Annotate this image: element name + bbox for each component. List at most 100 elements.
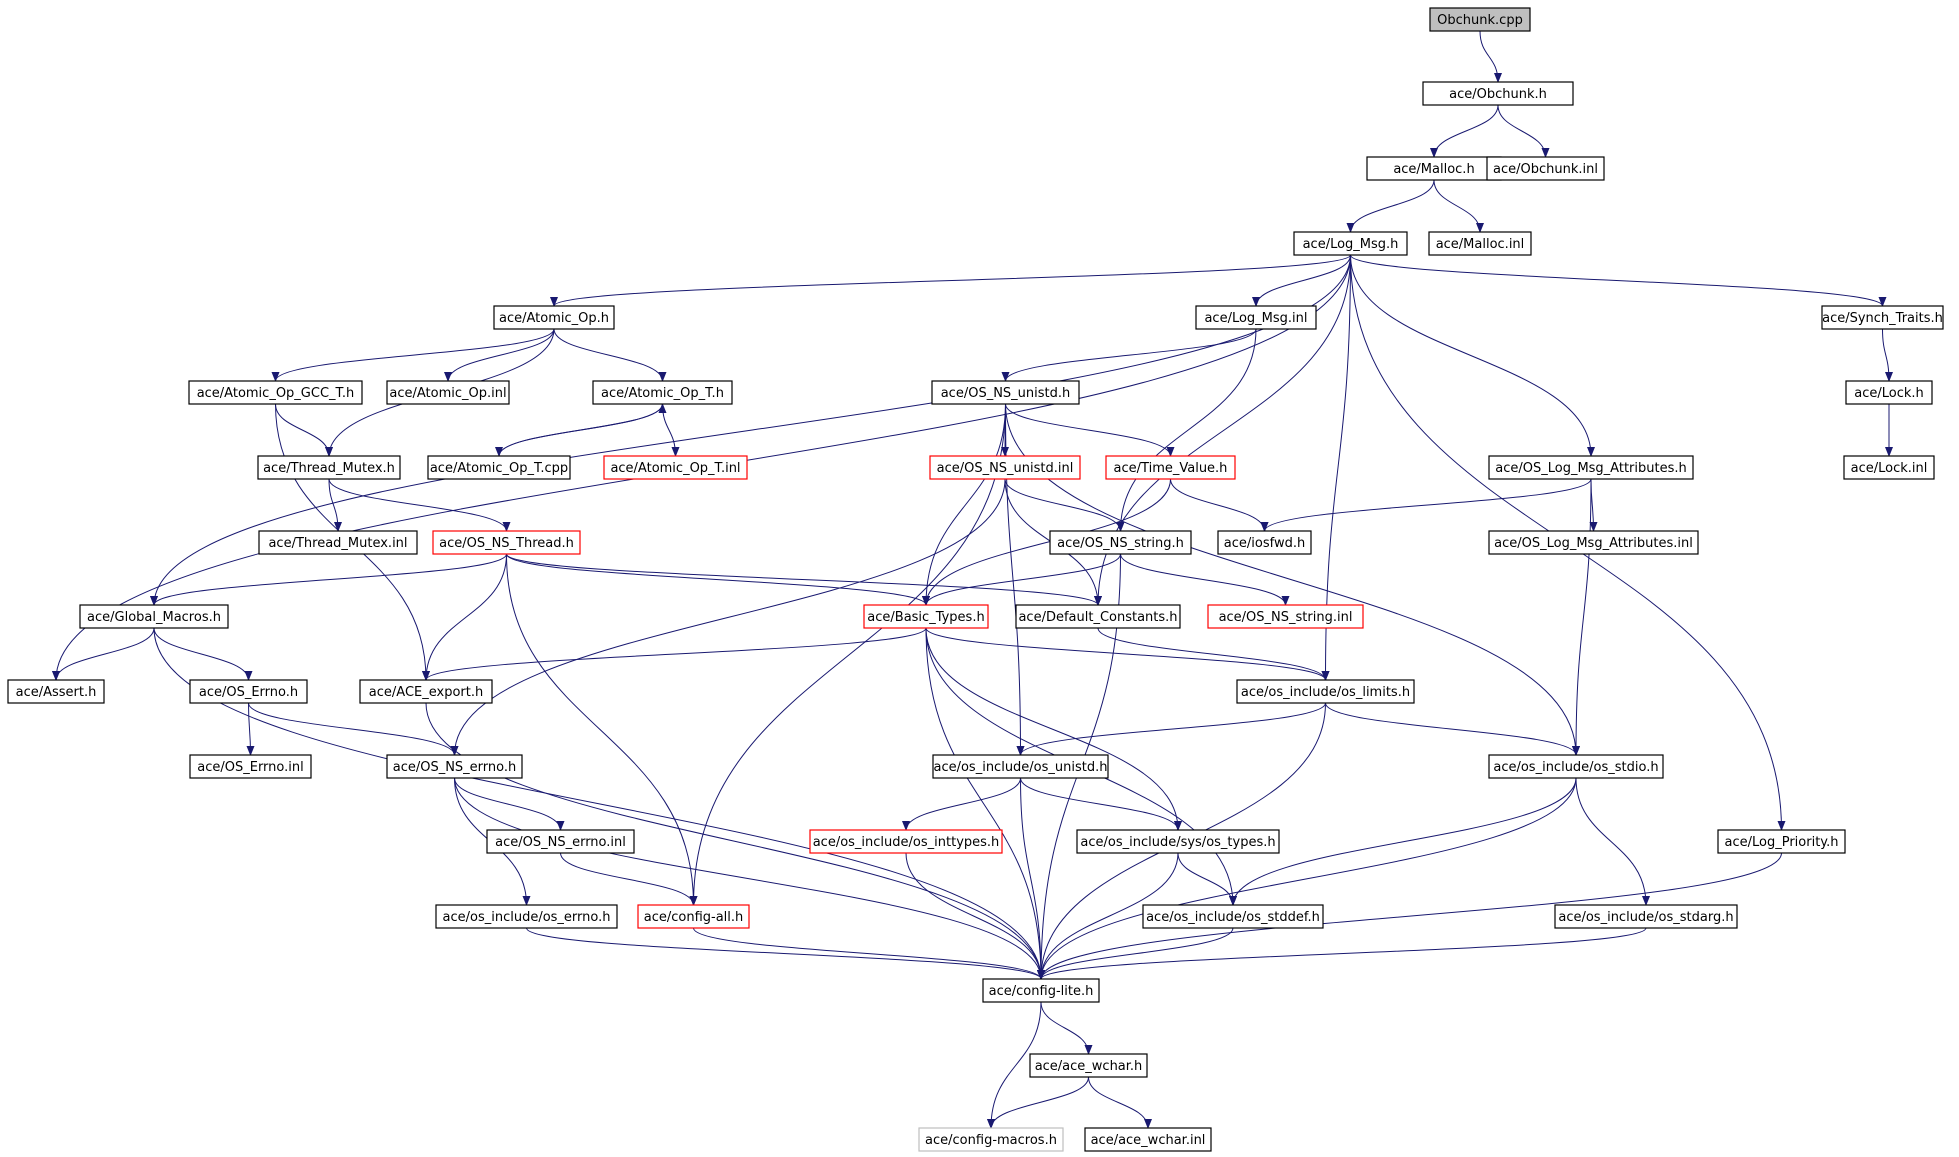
node-label: ace/Lock.h (1854, 386, 1924, 401)
node-thread_mutex_h[interactable]: ace/Thread_Mutex.h (257, 455, 401, 480)
edge-os_inttypes_h-to-config_lite_h (905, 852, 1045, 980)
edge-synch_traits_h-to-lock_h (1882, 328, 1893, 382)
node-config_lite_h[interactable]: ace/config-lite.h (982, 978, 1100, 1003)
node-box (1488, 754, 1664, 779)
edge-os_ns_thread_h-to-ace_export_h (422, 553, 507, 681)
node-box (603, 455, 748, 480)
node-os_ns_unistd_h[interactable]: ace/OS_NS_unistd.h (931, 380, 1080, 405)
node-iosfwd_h[interactable]: ace/iosfwd.h (1217, 530, 1312, 555)
node-malloc_inl[interactable]: ace/Malloc.inl (1428, 231, 1532, 256)
node-os_log_msg_attributes_inl[interactable]: ace/OS_Log_Msg_Attributes.inl (1488, 530, 1699, 555)
node-box (1195, 305, 1317, 330)
node-time_value_h[interactable]: ace/Time_Value.h (1105, 455, 1236, 480)
edge-os_stdio_h-to-os_stdarg_h (1575, 777, 1650, 906)
node-os_ns_errno_inl[interactable]: ace/OS_NS_errno.inl (486, 829, 635, 854)
node-assert_h[interactable]: ace/Assert.h (7, 679, 105, 704)
node-box (1422, 81, 1574, 106)
edge-obchunk_h-to-malloc_h (1430, 104, 1499, 158)
edge-atomic_op_h-to-atomic_op_gcc_t_h (271, 328, 555, 382)
node-os_stdarg_h[interactable]: ace/os_include/os_stdarg.h (1554, 904, 1738, 929)
node-log_msg_inl[interactable]: ace/Log_Msg.inl (1195, 305, 1317, 330)
node-os_log_msg_attributes_h[interactable]: ace/OS_Log_Msg_Attributes.h (1488, 455, 1694, 480)
node-label: ace/ACE_export.h (369, 685, 483, 700)
edge-os_stddef_h-to-config_lite_h (1037, 927, 1234, 980)
node-label: ace/OS_NS_unistd.h (941, 386, 1071, 401)
edge-os_ns_unistd_h-to-config_all_h (689, 403, 1006, 906)
node-lock_inl[interactable]: ace/Lock.inl (1843, 455, 1935, 480)
edge-os_ns_errno_h-to-config_lite_h (454, 777, 1045, 980)
node-atomic_op_gcc_t_h[interactable]: ace/Atomic_Op_GCC_T.h (188, 380, 363, 405)
node-obchunk_cpp[interactable]: Obchunk.cpp (1429, 7, 1531, 32)
node-box (1293, 231, 1408, 256)
node-box (809, 829, 1003, 854)
node-os_unistd_h[interactable]: ace/os_include/os_unistd.h (932, 754, 1109, 779)
node-box (493, 305, 615, 330)
node-box (432, 530, 581, 555)
edge-sys_os_types_h-to-os_stddef_h (1177, 852, 1237, 906)
node-box (1029, 1053, 1148, 1078)
node-box (1049, 530, 1192, 555)
node-os_ns_string_h[interactable]: ace/OS_NS_string.h (1049, 530, 1192, 555)
node-atomic_op_h[interactable]: ace/Atomic_Op.h (493, 305, 615, 330)
node-box (188, 380, 363, 405)
edge-atomic_op_t_h-to-atomic_op_t_inl (662, 403, 680, 457)
node-obchunk_h[interactable]: ace/Obchunk.h (1422, 81, 1574, 106)
edge-log_msg_h-to-os_log_msg_attributes_h (1350, 254, 1595, 457)
node-box (258, 530, 418, 555)
node-log_msg_h[interactable]: ace/Log_Msg.h (1293, 231, 1408, 256)
node-label: ace/OS_Log_Msg_Attributes.inl (1494, 536, 1693, 551)
node-obchunk_inl[interactable]: ace/Obchunk.inl (1486, 156, 1605, 181)
node-basic_types_h[interactable]: ace/Basic_Types.h (863, 604, 989, 629)
node-atomic_op_t_h[interactable]: ace/Atomic_Op_T.h (592, 380, 733, 405)
node-ace_export_h[interactable]: ace/ACE_export.h (359, 679, 493, 704)
node-box (929, 455, 1081, 480)
edge-log_msg_h-to-synch_traits_h (1350, 254, 1887, 307)
node-label: ace/config-macros.h (925, 1133, 1057, 1148)
edge-time_value_h-to-basic_types_h (922, 478, 1171, 606)
node-log_priority_h[interactable]: ace/Log_Priority.h (1717, 829, 1846, 854)
node-atomic_op_t_cpp[interactable]: ace/Atomic_Op_T.cpp (427, 455, 571, 480)
node-os_ns_string_inl[interactable]: ace/OS_NS_string.inl (1207, 604, 1364, 629)
node-label: ace/OS_NS_string.h (1057, 536, 1184, 551)
node-label: ace/Default_Constants.h (1018, 610, 1177, 625)
node-os_ns_unistd_inl[interactable]: ace/OS_NS_unistd.inl (929, 455, 1081, 480)
node-config_macros_h[interactable]: ace/config-macros.h (918, 1127, 1064, 1152)
edge-sys_os_types_h-to-config_lite_h (1037, 852, 1179, 980)
edge-basic_types_h-to-config_lite_h (925, 627, 1045, 980)
edge-obchunk_h-to-obchunk_inl (1497, 104, 1550, 158)
node-os_errno_os_h[interactable]: ace/os_include/os_errno.h (435, 904, 618, 929)
node-sys_os_types_h[interactable]: ace/os_include/sys/os_types.h (1076, 829, 1280, 854)
node-box (7, 679, 105, 704)
node-atomic_op_inl[interactable]: ace/Atomic_Op.inl (386, 380, 510, 405)
node-os_ns_errno_h[interactable]: ace/OS_NS_errno.h (386, 754, 523, 779)
node-label: ace/OS_NS_errno.h (393, 760, 517, 775)
node-os_stddef_h[interactable]: ace/os_include/os_stddef.h (1142, 904, 1324, 929)
node-global_macros_h[interactable]: ace/Global_Macros.h (79, 604, 229, 629)
node-ace_wchar_h[interactable]: ace/ace_wchar.h (1029, 1053, 1148, 1078)
node-os_limits_h[interactable]: ace/os_include/os_limits.h (1236, 679, 1415, 704)
node-os_errno_h[interactable]: ace/OS_Errno.h (189, 679, 308, 704)
node-lock_h[interactable]: ace/Lock.h (1845, 380, 1933, 405)
edge-global_macros_h-to-os_errno_h (153, 627, 253, 681)
node-config_all_h[interactable]: ace/config-all.h (637, 904, 750, 929)
node-malloc_h[interactable]: ace/Malloc.h (1366, 156, 1502, 181)
node-os_errno_inl[interactable]: ace/OS_Errno.inl (189, 754, 312, 779)
edge-log_msg_inl-to-os_ns_string_h (1116, 328, 1257, 532)
node-label: ace/OS_NS_errno.inl (495, 835, 626, 850)
edge-os_errno_h-to-os_ns_errno_h (248, 702, 459, 756)
node-os_inttypes_h[interactable]: ace/os_include/os_inttypes.h (809, 829, 1003, 854)
node-thread_mutex_inl[interactable]: ace/Thread_Mutex.inl (258, 530, 418, 555)
node-os_ns_thread_h[interactable]: ace/OS_NS_Thread.h (432, 530, 581, 555)
node-label: ace/os_include/os_unistd.h (933, 760, 1107, 775)
edge-basic_types_h-to-ace_export_h (422, 627, 927, 681)
node-box (1076, 829, 1280, 854)
edge-log_msg_h-to-atomic_op_h (550, 254, 1351, 307)
node-default_constants_h[interactable]: ace/Default_Constants.h (1015, 604, 1181, 629)
node-label: ace/Obchunk.inl (1493, 162, 1598, 177)
node-os_stdio_h[interactable]: ace/os_include/os_stdio.h (1488, 754, 1664, 779)
node-atomic_op_t_inl[interactable]: ace/Atomic_Op_T.inl (603, 455, 748, 480)
node-ace_wchar_inl[interactable]: ace/ace_wchar.inl (1084, 1127, 1212, 1152)
node-synch_traits_h[interactable]: ace/Synch_Traits.h (1821, 305, 1944, 330)
